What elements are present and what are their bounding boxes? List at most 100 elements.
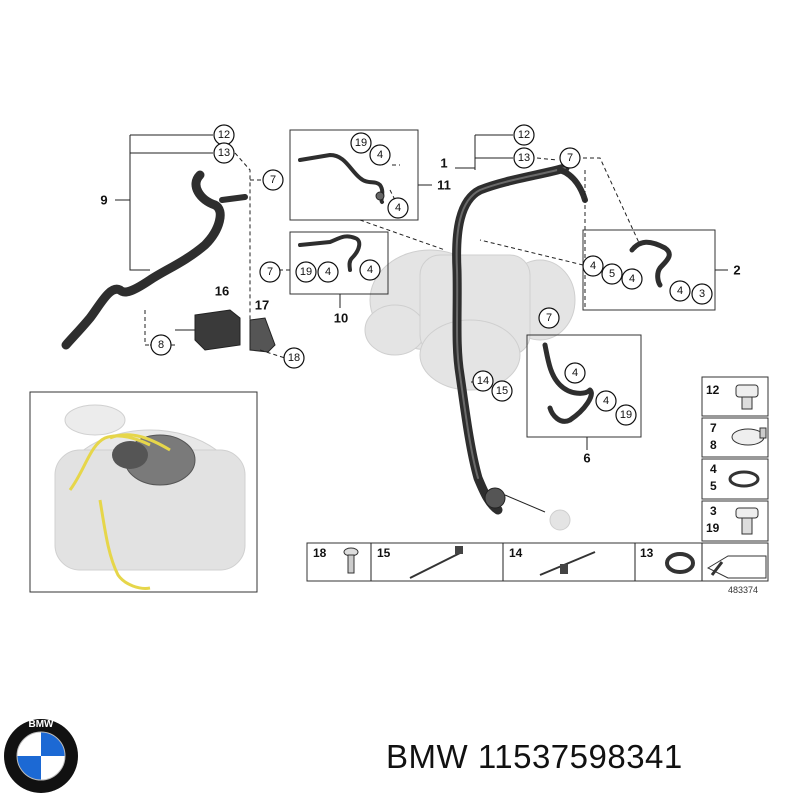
legend-num-5: 5: [710, 479, 717, 493]
hose-1: [452, 163, 588, 515]
callout-bubble-4: [564, 362, 586, 384]
callout-bubble-15: [491, 380, 513, 402]
callout-label-5: 5: [609, 268, 615, 280]
callout-label-6: 6: [583, 451, 590, 466]
bottom-strip: 18 15 14 13: [306, 542, 769, 582]
callout-bubble-14: [472, 370, 494, 392]
callout-bubble-4: [621, 268, 643, 290]
callout-label-1: 1: [440, 156, 447, 171]
pipe-11: [298, 153, 385, 204]
legend-num-7: 7: [710, 421, 717, 435]
pipe-2: [629, 239, 672, 288]
callout-label-14: 14: [477, 375, 489, 387]
legend-num-12: 12: [706, 383, 720, 397]
legend-num-4: 4: [710, 462, 717, 476]
callout-label-7: 7: [267, 266, 273, 278]
svg-text:BMW: BMW: [29, 719, 55, 730]
callout-bubble-13: [213, 142, 235, 164]
callout-label-10: 10: [334, 311, 348, 326]
leader-lines: [115, 129, 728, 450]
bmw-logo: BMW: [4, 719, 78, 793]
part-16: [175, 309, 241, 351]
callout-label-9: 9: [100, 193, 107, 208]
arrow-icon: [706, 555, 767, 579]
screw-icon: [343, 547, 359, 574]
hose-9: [61, 170, 248, 350]
callout-bubble-3: [691, 283, 713, 305]
legend-num-8: 8: [710, 438, 717, 452]
callout-bubble-4: [387, 197, 409, 219]
callout-label-17: 17: [255, 298, 269, 313]
callout-label-2: 2: [733, 263, 740, 278]
turbocharger-ghost: [364, 249, 576, 531]
callout-label-4: 4: [325, 266, 331, 278]
callout-label-4: 4: [395, 202, 401, 214]
reference-number: 483374: [728, 585, 758, 595]
callout-bubble-7: [262, 169, 284, 191]
callout-label-13: 13: [218, 147, 230, 159]
callout-label-12: 12: [218, 129, 230, 141]
brand-name: BMW: [386, 738, 469, 775]
strip-num-13: 13: [640, 546, 654, 560]
callout-bubble-19: [295, 261, 317, 283]
callout-bubble-5: [601, 263, 623, 285]
callout-label-19: 19: [300, 266, 312, 278]
o-ring-icon: [665, 552, 695, 574]
callout-bubble-4: [369, 144, 391, 166]
callout-bubble-7: [259, 261, 281, 283]
legend-num-3: 3: [710, 504, 717, 518]
legend-num-19: 19: [706, 521, 720, 535]
callout-label-15: 15: [496, 385, 508, 397]
callout-label-7: 7: [546, 312, 552, 324]
callout-label-4: 4: [603, 395, 609, 407]
callout-bubble-7: [538, 307, 560, 329]
callout-label-3: 3: [699, 288, 705, 300]
callout-bubble-4: [582, 255, 604, 277]
strip-num-15: 15: [377, 546, 391, 560]
seal-ring-icon: [728, 470, 760, 488]
callout-bubble-12: [513, 124, 535, 146]
cable-tie-icon: [409, 546, 463, 579]
callout-label-4: 4: [629, 273, 635, 285]
callout-label-7: 7: [567, 152, 573, 164]
callout-label-11: 11: [437, 178, 451, 193]
callout-label-12: 12: [518, 129, 530, 141]
callout-bubble-18: [283, 347, 305, 369]
pipe-10: [298, 234, 362, 272]
callout-label-4: 4: [377, 149, 383, 161]
callout-bubble-19: [615, 404, 637, 426]
legend-panel: 12 7 8 4 5 3 19: [701, 376, 769, 542]
callout-label-13: 13: [518, 152, 530, 164]
callout-bubble-13: [513, 147, 535, 169]
strip-num-14: 14: [509, 546, 523, 560]
callout-label-16: 16: [215, 284, 229, 299]
callout-bubble-4: [359, 259, 381, 281]
part-17: [249, 317, 276, 353]
callout-label-4: 4: [572, 367, 578, 379]
callout-label-18: 18: [288, 352, 300, 364]
banjo-bolt-icon: [735, 507, 759, 535]
product-title: BMW 11537598341: [386, 738, 683, 776]
callout-label-19: 19: [355, 137, 367, 149]
callout-label-4: 4: [590, 260, 596, 272]
cable-clip-icon: [539, 551, 596, 576]
callout-label-4: 4: [677, 285, 683, 297]
callout-bubble-7: [559, 147, 581, 169]
callout-label-8: 8: [158, 339, 164, 351]
callout-bubble-8: [150, 334, 172, 356]
hose-clamp-icon: [731, 427, 767, 446]
callout-bubble-4: [317, 261, 339, 283]
callout-bubble-19: [350, 132, 372, 154]
bolt-icon: [735, 384, 759, 410]
callout-label-19: 19: [620, 409, 632, 421]
engine-inset: [29, 391, 258, 593]
callout-label-4: 4: [367, 264, 373, 276]
callout-bubble-4: [669, 280, 691, 302]
strip-num-18: 18: [313, 546, 327, 560]
pipe-6: [542, 342, 594, 424]
callout-label-7: 7: [270, 174, 276, 186]
callout-bubble-4: [595, 390, 617, 412]
part-number: 11537598341: [477, 738, 683, 775]
